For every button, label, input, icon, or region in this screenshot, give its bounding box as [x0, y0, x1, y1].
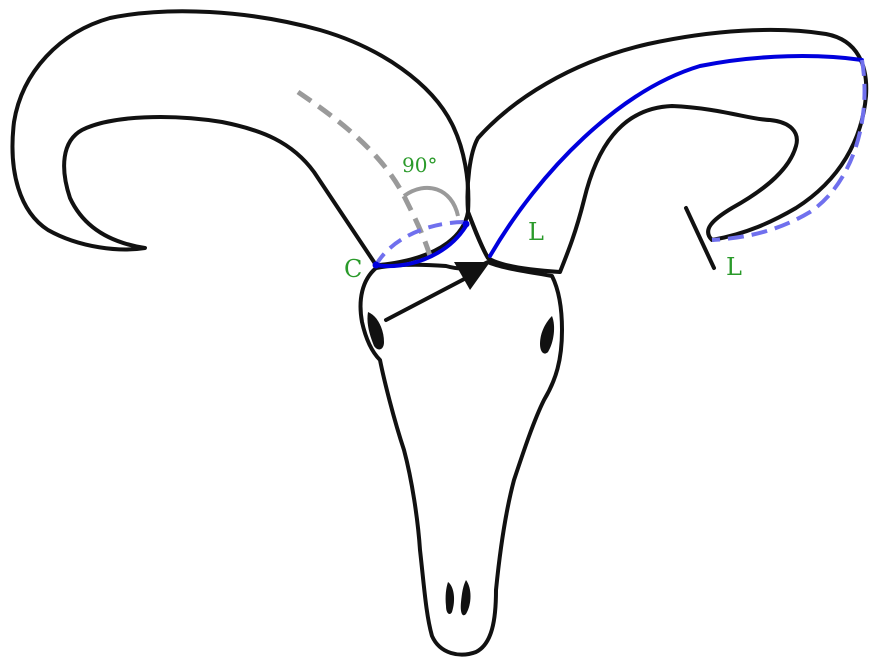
length-label-base: L: [528, 218, 544, 246]
right-angle-arc: [404, 188, 458, 216]
pointer-triangle-icon: [454, 262, 490, 290]
angle-label: 90°: [402, 153, 437, 177]
circumference-end-left: [373, 262, 380, 269]
right-nostril: [461, 580, 471, 615]
pointer-line: [386, 276, 470, 320]
circumference-label: C: [344, 255, 362, 283]
left-nostril: [446, 582, 454, 614]
circumference-end-right: [463, 221, 470, 228]
length-label-tip: L: [726, 253, 742, 281]
right-eye-socket: [540, 316, 554, 354]
skull: [361, 262, 562, 655]
horn-base-separator: [468, 212, 488, 258]
left-horn: [12, 11, 468, 265]
